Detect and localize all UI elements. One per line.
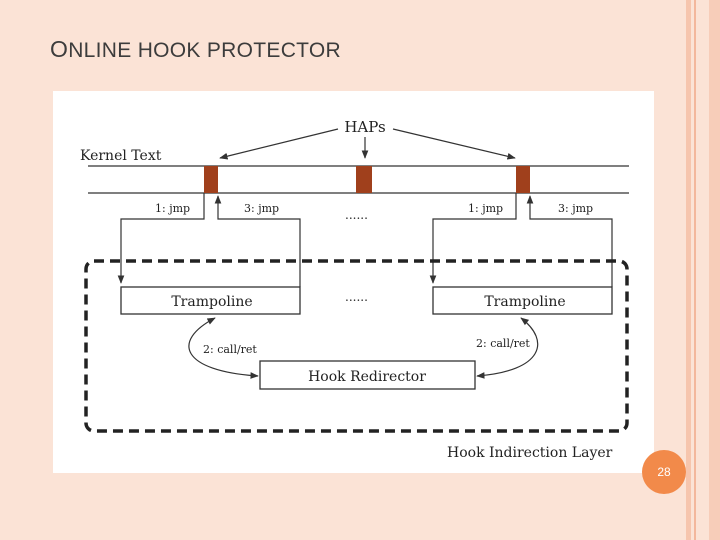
call-ret-arrow-left xyxy=(188,317,259,379)
trampoline-box-left xyxy=(120,286,301,315)
diagram-figure: HAPs Kernel Text 1: jmp 3: jmp 1: xyxy=(53,91,654,473)
decorative-stripe xyxy=(694,0,696,540)
jmp3-path-right xyxy=(526,195,613,287)
call-ret-arrow-right xyxy=(476,317,539,379)
trampoline-label-right: Trampoline xyxy=(484,294,565,310)
call-ret-label-right: 2: call/ret xyxy=(476,337,530,350)
jmp1-label-left: 1: jmp xyxy=(155,202,190,215)
kernel-text-label: Kernel Text xyxy=(80,148,162,164)
jmp1-path-left xyxy=(117,193,205,284)
hook-indirection-layer-label: Hook Indirection Layer xyxy=(447,445,613,461)
slide-title-rest: NLINE HOOK PROTECTOR xyxy=(68,39,342,62)
trampoline-label-left: Trampoline xyxy=(171,294,252,310)
call-ret-label-left: 2: call/ret xyxy=(203,343,257,356)
ellipsis-top: ...... xyxy=(345,208,368,222)
slide-title-initial: O xyxy=(50,36,69,62)
jmp3-path-left xyxy=(214,195,301,287)
decorative-stripe xyxy=(709,0,720,540)
haps-label: HAPs xyxy=(344,118,385,136)
haps-arrow-right xyxy=(392,128,516,160)
hook-block-right xyxy=(516,166,530,193)
hook-diagram: HAPs Kernel Text 1: jmp 3: jmp 1: xyxy=(80,118,629,461)
jmp3-label-right: 3: jmp xyxy=(558,202,593,215)
trampoline-box-right xyxy=(432,286,613,315)
hook-indirection-layer-boundary xyxy=(84,259,629,433)
hook-block-left xyxy=(204,166,218,193)
jmp1-path-right xyxy=(429,193,517,284)
page-number-badge: 28 xyxy=(642,450,686,494)
hook-redirector-label: Hook Redirector xyxy=(308,369,426,385)
decorative-stripe xyxy=(686,0,691,540)
hook-block-center xyxy=(356,166,372,193)
jmp3-label-left: 3: jmp xyxy=(244,202,279,215)
slide-title: ONLINE HOOK PROTECTOR xyxy=(50,36,341,63)
jmp1-label-right: 1: jmp xyxy=(468,202,503,215)
haps-arrow-left xyxy=(219,128,339,160)
hook-redirector-box xyxy=(259,360,476,390)
ellipsis-middle: ...... xyxy=(345,290,368,304)
